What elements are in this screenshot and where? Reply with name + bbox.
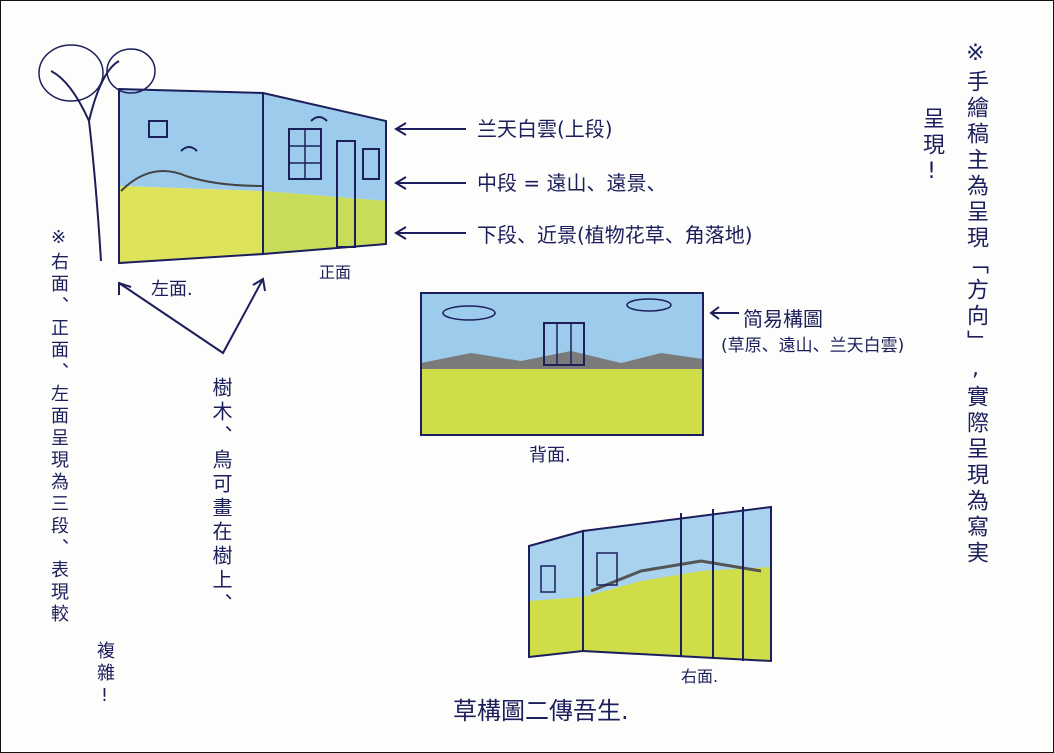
right-note-col-2: 呈現! (919, 107, 944, 188)
simple-ground (421, 369, 703, 435)
simple-window (543, 322, 585, 366)
left-face-window (148, 120, 168, 138)
left-note-col-2: 複雜! (94, 641, 115, 710)
right-note-col-1: ※手繪稿主為呈現「方向」,實際呈現為寫実 (963, 41, 988, 567)
cloud (626, 298, 672, 312)
label-simple-layout: 简易構圖 (743, 307, 823, 331)
bird (310, 116, 328, 122)
left-face-ground (119, 186, 263, 263)
label-right-face: 右面. (681, 667, 719, 686)
label-left-face: 左面. (151, 279, 193, 300)
left-note-col-1: ※右面、正面、左面呈現為三段、表現較 (48, 227, 69, 626)
label-back-face: 背面. (529, 445, 571, 466)
label-bottom-row: 下段、近景(植物花草、角落地) (477, 223, 753, 247)
label-simple-layout-detail: (草原、遠山、兰天白雲) (721, 336, 905, 356)
front-face-door (336, 140, 356, 248)
tree-left (50, 60, 120, 262)
label-front-face: 正面 (319, 263, 352, 282)
trees-note: 樹木、鳥可畫在樹上、 (209, 377, 233, 617)
simple-sky (421, 293, 703, 363)
cloud (442, 305, 496, 321)
bird (180, 146, 198, 152)
left-face-hills (120, 170, 264, 192)
label-middle-row: 中段 = 遠山、遠景、 (477, 171, 667, 195)
simple-hills (421, 351, 703, 369)
left-face-sky (119, 89, 263, 191)
label-top-row: 兰天白雲(上段) (477, 117, 613, 141)
front-face-sky (263, 93, 386, 201)
bottom-title: 草構圖二傳吾生. (453, 697, 629, 725)
